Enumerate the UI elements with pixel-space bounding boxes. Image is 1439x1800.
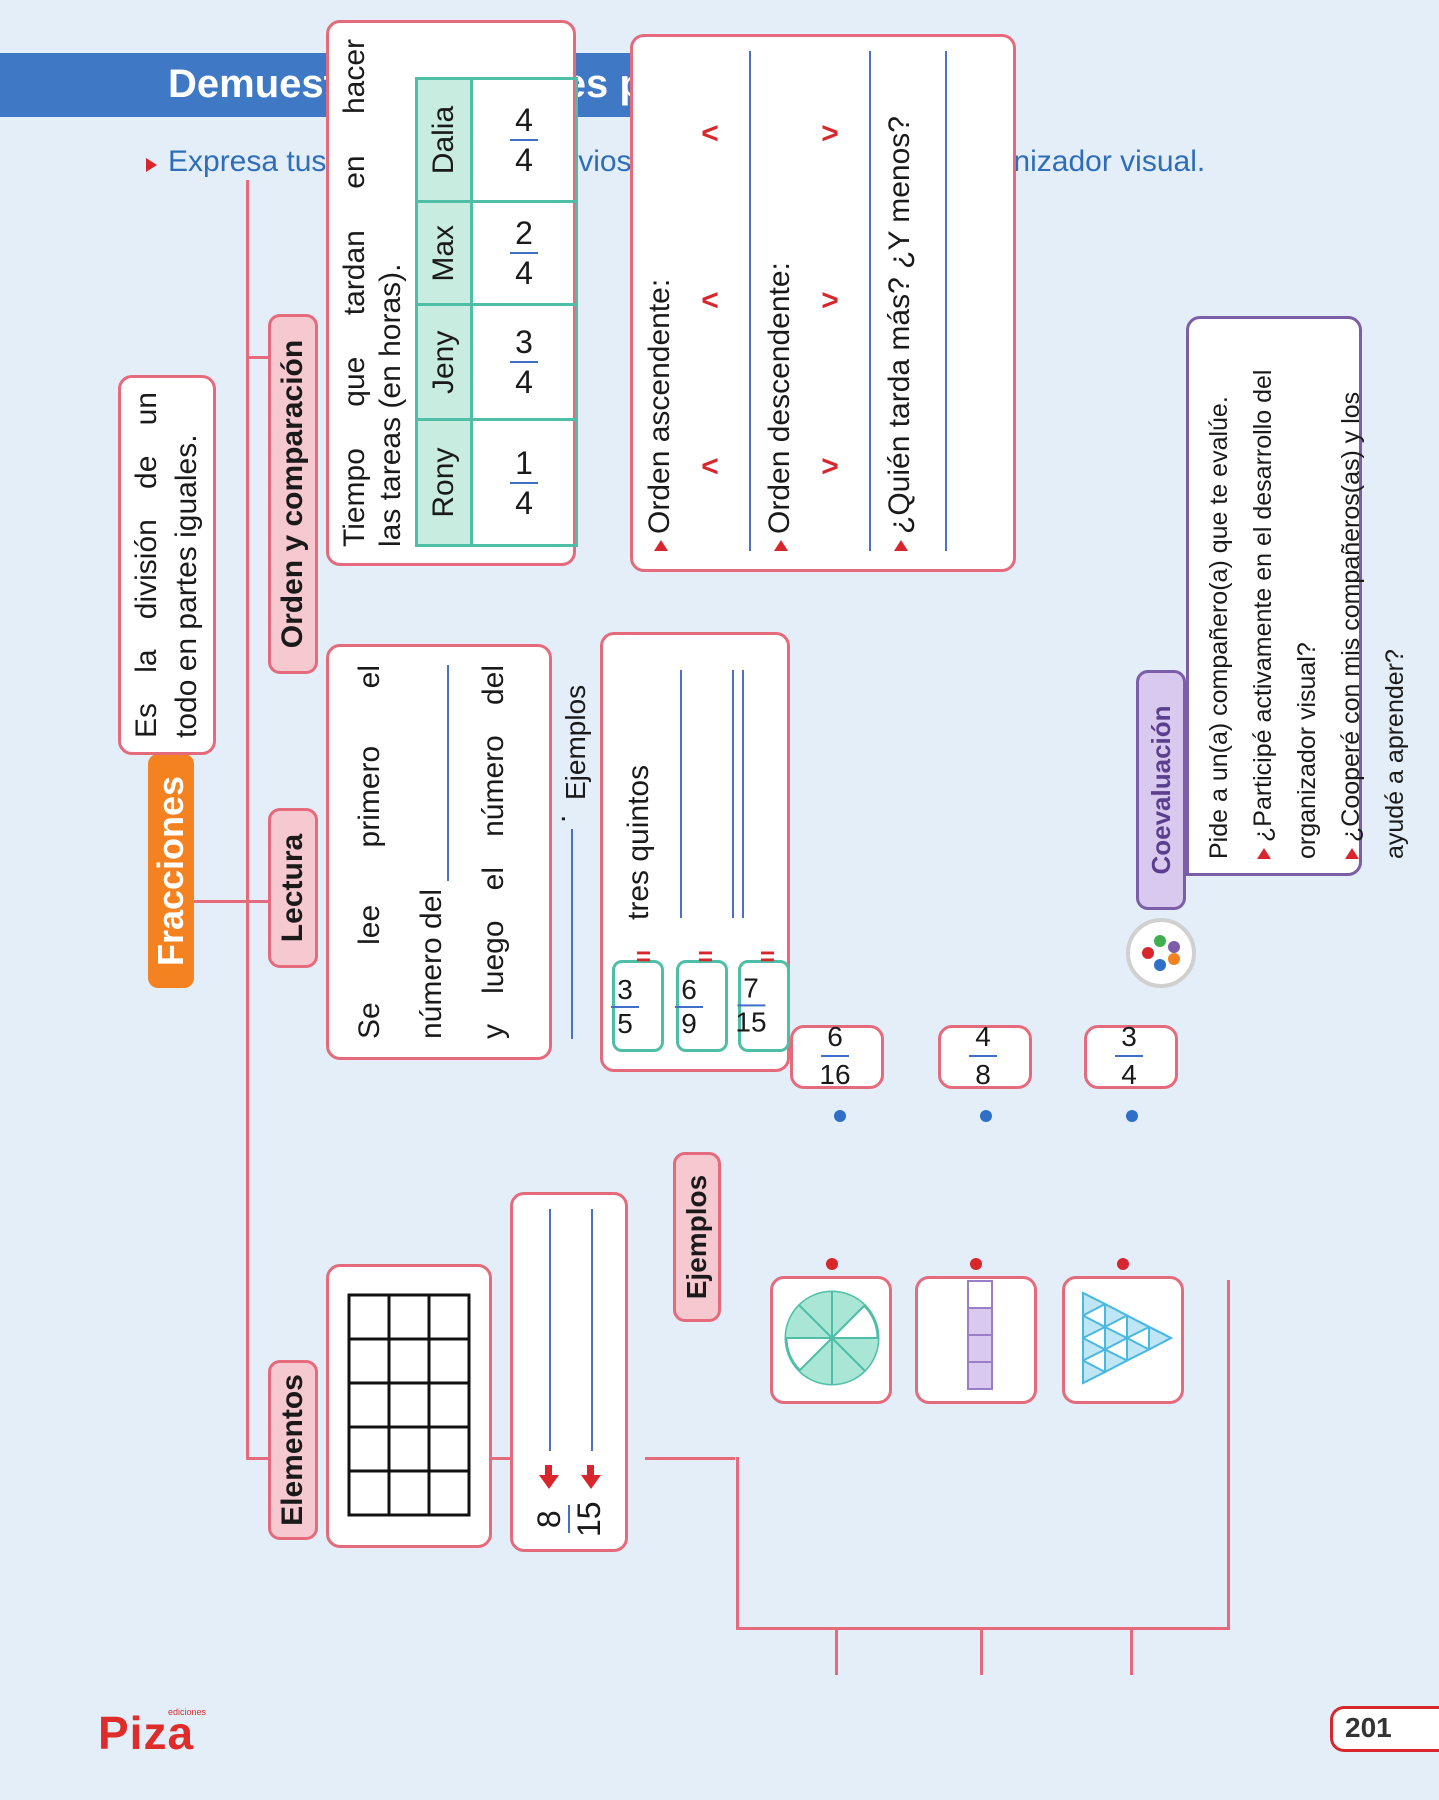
bar-shape-box — [915, 1276, 1037, 1404]
equals-sign: = — [635, 940, 652, 971]
descending-row: Orden descendente: > > > — [763, 51, 883, 551]
table-header: Rony — [416, 419, 472, 546]
page-number-box — [1330, 1706, 1439, 1752]
lectura-box: Se lee primero el número del y luego el … — [326, 644, 573, 1060]
equals-sign: = — [697, 940, 714, 971]
triangle-shape-box — [1062, 1276, 1184, 1404]
ejemplos-caption: Ejemplos — [560, 684, 591, 800]
lectura-label: Lectura — [268, 808, 318, 968]
table-header: Max — [416, 201, 472, 305]
publisher-logo: Piza — [98, 1707, 195, 1759]
coevaluacion-label: Coevaluación — [1136, 670, 1186, 910]
circle-shape-box — [770, 1276, 892, 1404]
fraction-elements-box: 8 15 — [510, 1192, 628, 1552]
ejemplos-label: Ejemplos — [673, 1152, 721, 1322]
visual-organizer: Fracciones Es la división de un todo en … — [90, 20, 1409, 1700]
numerator: 8 — [531, 1510, 567, 1529]
page-number: 201 — [1345, 1712, 1392, 1743]
order-questions-box: Orden ascendente: < < < Orden descendent… — [630, 34, 1016, 572]
table-box: Tiempo que tardan en hacer las tareas (e… — [326, 20, 578, 566]
table-header: Dalia — [416, 78, 472, 202]
coevaluacion-box: Pide a un(a) compañero(a) que te evalúe.… — [1186, 316, 1409, 876]
question-row: ¿Quién tarda más? ¿Y menos? — [883, 51, 947, 551]
publisher-logo-small: ediciones — [168, 1707, 207, 1717]
elementos-label: Elementos — [268, 1360, 318, 1540]
equals-sign: = — [759, 940, 776, 971]
central-topic: Fracciones — [148, 754, 194, 988]
arrow-icon — [539, 1465, 601, 1489]
table-header: Jeny — [416, 305, 472, 420]
ascending-row: Orden ascendente: < < < — [643, 51, 763, 551]
coevaluacion-icon — [1126, 918, 1196, 988]
example-text: tres quintos — [622, 764, 655, 920]
definition-box: Es la división de un todo en partes igua… — [118, 375, 216, 755]
denominator: 15 — [571, 1501, 607, 1537]
orden-label: Orden y comparación — [268, 314, 318, 674]
bullet-arrow-icon — [146, 158, 157, 172]
grid-box — [326, 1264, 492, 1548]
